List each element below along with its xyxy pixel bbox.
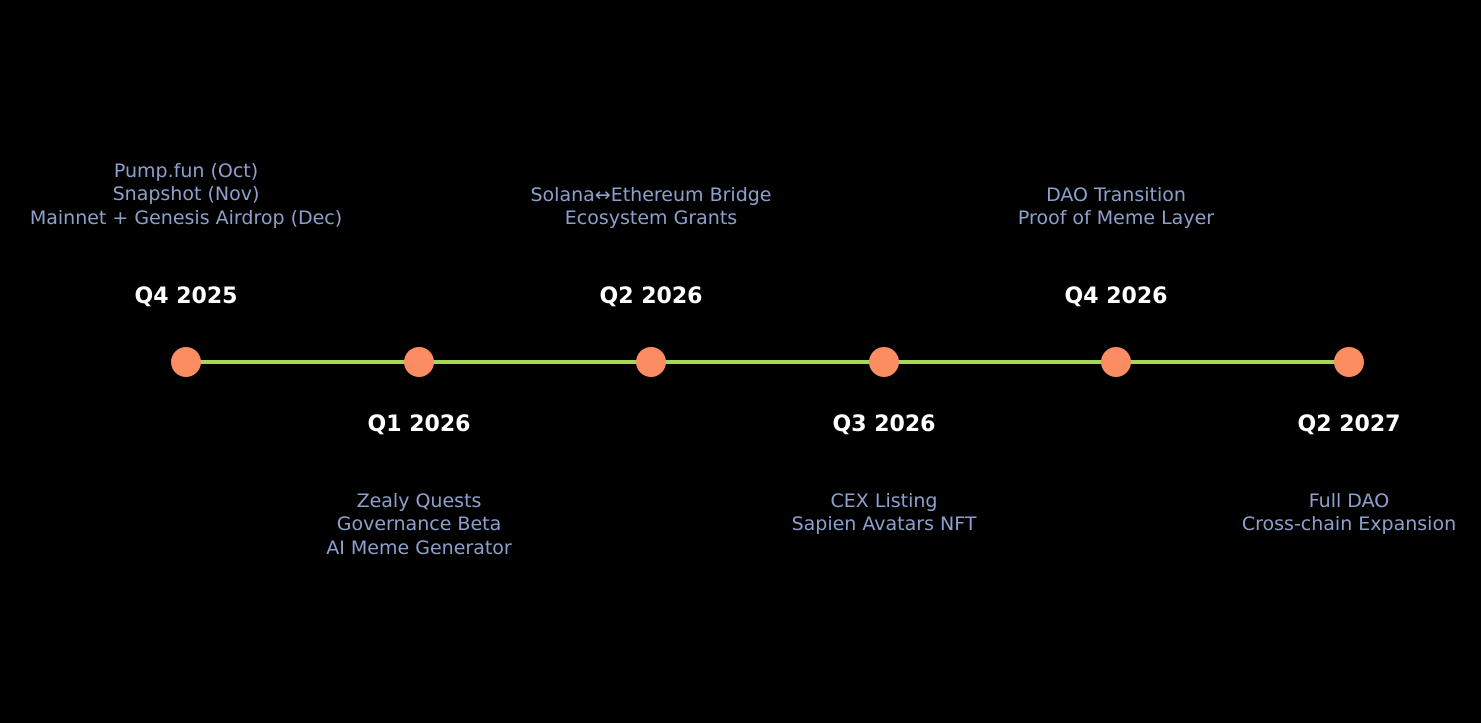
milestone-description: CEX Listing Sapien Avatars NFT <box>792 490 977 537</box>
period-label: Q3 2026 <box>832 412 936 437</box>
milestone-item: Pump.fun (Oct) <box>113 160 259 182</box>
milestone-description: Full DAO Cross-chain Expansion <box>1242 490 1456 537</box>
milestone-marker <box>1334 347 1364 377</box>
milestone-marker <box>404 347 434 377</box>
milestone-item: CEX Listing <box>830 490 938 512</box>
milestone-item: Ecosystem Grants <box>564 207 738 230</box>
milestone-item: DAO Transition <box>1046 184 1186 206</box>
milestone-description: Zealy Quests Governance Beta AI Meme Gen… <box>326 490 511 560</box>
milestone-item: Snapshot (Nov) <box>112 183 260 206</box>
milestone-item: Zealy Quests <box>356 490 482 512</box>
milestone-marker <box>171 347 201 377</box>
milestone-item: Full DAO <box>1308 490 1390 512</box>
period-label: Q4 2026 <box>1064 284 1168 309</box>
milestone-item: Solana↔Ethereum Bridge <box>530 184 772 206</box>
milestone-item: Sapien Avatars NFT <box>791 513 977 536</box>
period-label: Q2 2027 <box>1297 412 1401 437</box>
milestone-item: AI Meme Generator <box>326 536 512 559</box>
milestone-description: Solana↔Ethereum Bridge Ecosystem Grants <box>530 184 771 231</box>
milestone-marker <box>1101 347 1131 377</box>
milestone-description: Pump.fun (Oct) Snapshot (Nov) Mainnet + … <box>30 160 342 230</box>
period-label: Q4 2025 <box>134 284 238 309</box>
milestone-item: Mainnet + Genesis Airdrop (Dec) <box>29 206 343 229</box>
period-label: Q1 2026 <box>367 412 471 437</box>
timeline-line <box>186 360 1349 364</box>
milestone-marker <box>869 347 899 377</box>
milestone-description: DAO Transition Proof of Meme Layer <box>1018 184 1214 231</box>
period-label: Q2 2026 <box>599 284 703 309</box>
milestone-item: Proof of Meme Layer <box>1017 207 1215 230</box>
milestone-marker <box>636 347 666 377</box>
milestone-item: Governance Beta <box>336 513 502 536</box>
milestone-item: Cross-chain Expansion <box>1241 513 1457 536</box>
